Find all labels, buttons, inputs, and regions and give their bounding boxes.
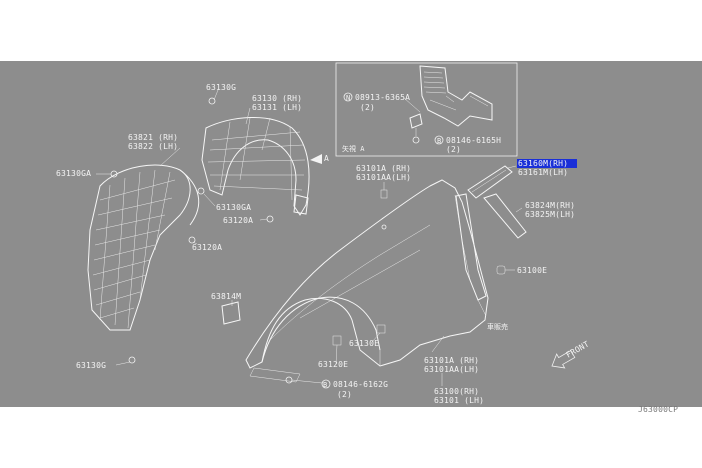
clip-icon-120a-mid: [266, 215, 274, 223]
inset-frame: [335, 62, 518, 157]
screw-symbol-b: [434, 135, 444, 145]
view-a-label: A: [324, 154, 329, 163]
label-63100: 63100(RH): [434, 387, 479, 396]
label-bottom-bolt: 08146-6162G: [333, 380, 388, 389]
label-63101aa-low: 63101AA(LH): [424, 365, 479, 374]
front-label: FRONT: [565, 339, 591, 359]
inset-screw-prefix: B: [437, 137, 441, 145]
label-63130: 63130 (RH): [252, 94, 302, 103]
label-63130ga-mid: 63130GA: [216, 203, 251, 212]
diagram-panel: [0, 61, 702, 407]
label-63822: 63822 (LH): [128, 142, 178, 151]
inset-leader-1: [403, 97, 421, 113]
front-fender-panel: [245, 179, 489, 384]
label-63814m: 63814M: [211, 292, 241, 301]
clip-symbol-n: [343, 92, 353, 102]
label-63130ga-left: 63130GA: [56, 169, 91, 178]
clip-icon-g-bottom: [128, 356, 136, 364]
bottom-bolt-icon: [285, 376, 293, 384]
label-63101a-low: 63101A (RH): [424, 356, 479, 365]
inset-bracket-part: [409, 65, 493, 136]
clip-101a-icon: [380, 189, 388, 199]
inset-screw-label: 08146-6165H: [446, 136, 501, 145]
clip-120e-icon: [332, 335, 342, 346]
fender-bolt-icon: [381, 224, 387, 230]
label-63101a: 63101A (RH): [356, 164, 411, 173]
inset-screw-icon: [412, 136, 420, 144]
label-63120a-mid: 63120A: [223, 216, 253, 225]
view-a-arrow: A: [310, 154, 329, 164]
front-direction-arrow: [551, 349, 576, 369]
label-63824m: 63824M(RH): [525, 201, 575, 210]
label-63131: 63131 (LH): [252, 103, 302, 112]
label-63120e: 63120E: [318, 360, 348, 369]
highlight-63160m: [517, 159, 577, 168]
label-63101aa: 63101AA(LH): [356, 173, 411, 182]
clip-icon-g-top: [208, 97, 216, 105]
bottom-bolt-symbol-b: [321, 379, 331, 389]
label-63101: 63101 (LH): [434, 396, 484, 405]
clip-icon-120a-low: [188, 236, 196, 244]
inset-view-a: N 08913-6365A (2) B 08146-6165H (2) 矢視 A: [335, 62, 518, 157]
label-63100e-right: 63100E: [517, 266, 547, 275]
label-63130g-bottom: 63130G: [76, 361, 106, 370]
clip-icon-ga-mid: [197, 187, 205, 195]
inset-screw-qty: (2): [446, 145, 461, 154]
front-fender-liner: [87, 164, 200, 364]
label-kanji-note: 車販売: [487, 322, 508, 331]
label-63821: 63821 (RH): [128, 133, 178, 142]
inset-bolt-prefix: N: [346, 94, 350, 102]
label-bottom-bolt-prefix: B: [323, 381, 327, 389]
label-bottom-bolt-qty: (2): [337, 390, 352, 399]
side-trim-parts: [221, 165, 527, 325]
label-63120a-low: 63120A: [192, 243, 222, 252]
inset-bolt-label: 08913-6365A: [355, 93, 410, 102]
label-63130e: 63130E: [349, 339, 379, 348]
clip-100e-icon: [496, 265, 506, 275]
rear-fender-liner: [188, 97, 310, 244]
footer-code: J63000CP: [638, 405, 678, 414]
arrow-down-left-icon: [551, 349, 576, 369]
clip-130e-icon: [376, 324, 386, 334]
label-63130g-top: 63130G: [206, 83, 236, 92]
label-63825m: 63825M(LH): [525, 210, 575, 219]
label-63161m[interactable]: 63161M(LH): [518, 168, 568, 177]
inset-view-label: 矢視 A: [342, 144, 365, 153]
label-63160m[interactable]: 63160M(RH): [518, 159, 568, 168]
leader-lines: [96, 89, 523, 384]
inset-bolt-qty: (2): [360, 103, 375, 112]
part-63814m-shape: [221, 301, 241, 325]
